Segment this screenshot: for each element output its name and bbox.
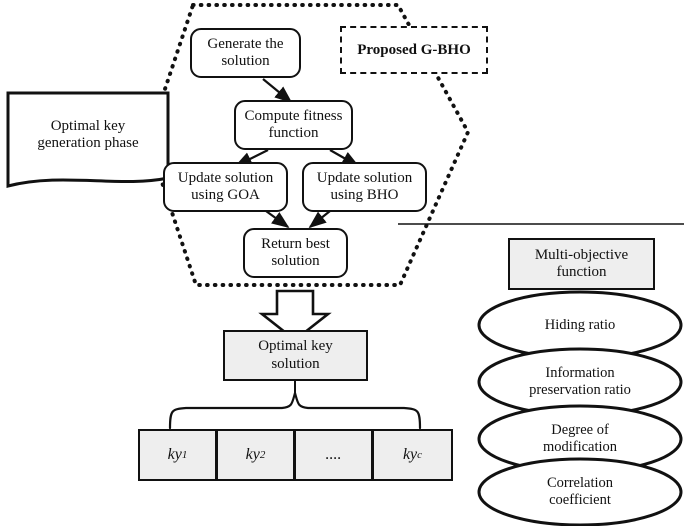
objective-4-line2: coefficient bbox=[549, 492, 611, 508]
objective-3-line2: modification bbox=[542, 439, 618, 455]
optimal-key-solution-line1: Optimal key bbox=[258, 338, 333, 355]
objective-ellipse-4 bbox=[477, 457, 683, 526]
multi-objective-function-header[interactable]: Multi-objective function bbox=[508, 238, 655, 290]
optimal-key-solution-line2: solution bbox=[271, 355, 320, 372]
key-cell-3-base: .... bbox=[325, 446, 342, 463]
node-fitness-line1: Compute fitness bbox=[244, 108, 343, 125]
objective-3-line1: Degree of bbox=[551, 422, 609, 439]
objective-item-degree-of-modification[interactable]: Degree of modification bbox=[479, 416, 681, 462]
node-goa-line1: Update solution bbox=[177, 170, 274, 187]
block-arrow-down-icon bbox=[258, 289, 332, 342]
node-bho-line1: Update solution bbox=[316, 170, 413, 187]
key-cell-2-base: ky bbox=[245, 446, 260, 463]
key-cell-4-base: ky bbox=[402, 446, 418, 463]
key-cells-brace bbox=[168, 388, 422, 430]
phase-label-line1: Optimal key bbox=[50, 117, 126, 134]
objective-2-line2: preservation ratio bbox=[529, 382, 631, 398]
proposed-gbho-badge: Proposed G-BHO bbox=[340, 26, 488, 74]
node-compute-fitness[interactable]: Compute fitness function bbox=[234, 100, 353, 150]
key-cell-ellipsis[interactable]: .... bbox=[294, 429, 373, 481]
key-cell-2-sub: 2 bbox=[259, 449, 266, 461]
objective-item-information-preservation-ratio[interactable]: Information preservation ratio bbox=[479, 359, 681, 405]
objective-2-line1: Information bbox=[545, 365, 615, 382]
node-fitness-line2: function bbox=[268, 125, 319, 141]
proposed-gbho-text: Proposed G-BHO bbox=[357, 41, 471, 58]
objective-4-line1: Correlation bbox=[546, 475, 614, 492]
node-generate-solution[interactable]: Generate the solution bbox=[190, 28, 301, 78]
objective-item-hiding-ratio[interactable]: Hiding ratio bbox=[479, 302, 681, 348]
optimal-key-generation-phase-label: Optimal key generation phase bbox=[10, 100, 166, 170]
key-cell-1-base: ky bbox=[167, 446, 182, 463]
node-return-line2: solution bbox=[271, 253, 320, 269]
node-optimal-key-solution[interactable]: Optimal key solution bbox=[223, 330, 368, 381]
node-update-goa[interactable]: Update solution using GOA bbox=[163, 162, 288, 212]
multi-objective-line2: function bbox=[556, 264, 607, 280]
objective-1-line1: Hiding ratio bbox=[544, 316, 616, 333]
node-generate-line2: solution bbox=[221, 53, 270, 69]
node-return-line1: Return best bbox=[261, 236, 330, 253]
multi-objective-line1: Multi-objective bbox=[534, 246, 629, 263]
node-bho-line2: using BHO bbox=[330, 187, 399, 203]
key-cell-1-sub: 1 bbox=[181, 449, 188, 461]
node-return-best-solution[interactable]: Return best solution bbox=[243, 228, 348, 278]
key-cell-4-sub: c bbox=[417, 449, 423, 461]
node-update-bho[interactable]: Update solution using BHO bbox=[302, 162, 427, 212]
node-goa-line2: using GOA bbox=[191, 187, 260, 203]
node-generate-line1: Generate the bbox=[207, 36, 284, 53]
phase-label-line2: generation phase bbox=[37, 135, 139, 151]
objective-item-correlation-coefficient[interactable]: Correlation coefficient bbox=[479, 469, 681, 515]
arrow-generate-to-fitness bbox=[262, 78, 293, 104]
